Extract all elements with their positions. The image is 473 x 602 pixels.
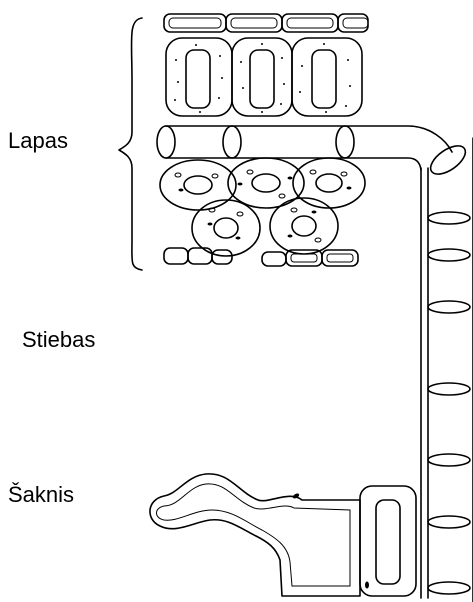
lower-epidermis <box>164 248 358 266</box>
leaf-vein <box>157 126 470 180</box>
root-cells <box>150 474 416 596</box>
leaf-bracket <box>119 18 142 270</box>
spongy-cells <box>160 158 365 256</box>
stem-vessel <box>421 138 473 602</box>
palisade-cells <box>166 38 362 116</box>
upper-epidermis <box>164 14 368 32</box>
